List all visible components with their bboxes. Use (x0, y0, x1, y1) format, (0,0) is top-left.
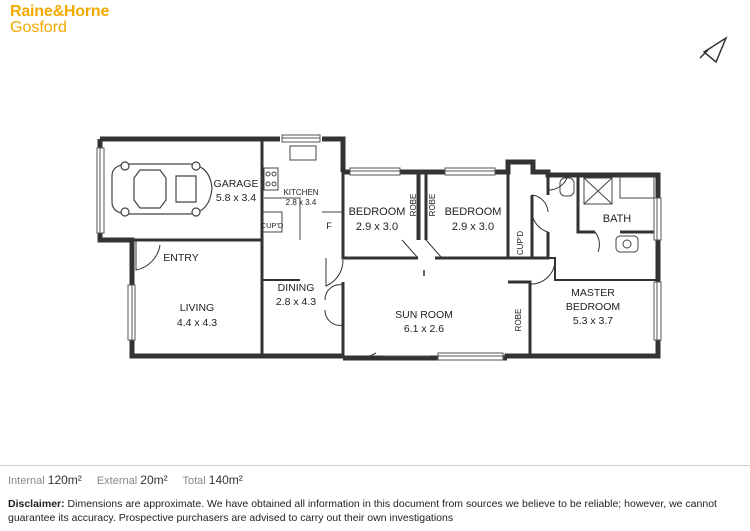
bedroom2-name: BEDROOM (445, 206, 502, 218)
master-name-line2: BEDROOM (566, 301, 620, 313)
area-divider (0, 465, 750, 466)
garage-name: GARAGE (214, 178, 259, 190)
disclaimer-label: Disclaimer: (8, 498, 65, 510)
bedroom1-name: BEDROOM (349, 206, 406, 218)
bathroom-fixtures (559, 175, 655, 253)
bedroom1-size: 2.9 x 3.0 (356, 221, 398, 233)
sunroom-name: SUN ROOM (395, 309, 453, 321)
master-name-line1: MASTER (571, 287, 615, 299)
kitchen-size: 2.8 x 3.4 (286, 198, 317, 207)
hall-cupboard-label: CUP'D (516, 231, 525, 255)
kitchen-name: KITCHEN (283, 188, 318, 197)
robe2-label: ROBE (428, 194, 437, 217)
internal-label: Internal (8, 475, 45, 487)
brand-office: Gosford (10, 19, 67, 36)
external-value: 20m² (140, 473, 168, 487)
external-label: External (96, 475, 138, 487)
car-icon (111, 161, 213, 217)
bath-name: BATH (603, 213, 632, 225)
area-summary: Internal 120m² External 20m² Total 140m² (8, 473, 255, 487)
brand-name: Raine&Horne (10, 3, 110, 20)
sunroom-size: 6.1 x 2.6 (404, 323, 444, 335)
fridge-label: F (326, 221, 332, 231)
brand-logo: Raine&Horne Gosford (10, 4, 109, 36)
garage-size: 5.8 x 3.4 (216, 192, 256, 204)
floor-plan: GARAGE 5.8 x 3.4 KITCHEN 2.8 x 3.4 CUP'D… (96, 36, 728, 361)
entry-name: ENTRY (163, 252, 198, 264)
robe1-label: ROBE (409, 194, 418, 217)
total-value: 140m² (208, 473, 243, 487)
dining-size: 2.8 x 4.3 (276, 296, 316, 308)
living-name: LIVING (180, 302, 214, 314)
disclaimer-text: Dimensions are approximate. We have obta… (8, 498, 717, 524)
robe3-label: ROBE (514, 309, 523, 332)
north-arrow-icon (699, 36, 728, 64)
internal-value: 120m² (47, 473, 82, 487)
disclaimer: Disclaimer: Dimensions are approximate. … (8, 497, 746, 525)
total-label: Total (182, 475, 206, 487)
living-size: 4.4 x 4.3 (177, 317, 217, 329)
kitchen-fixtures (262, 145, 343, 240)
dining-name: DINING (278, 282, 315, 294)
master-size: 5.3 x 3.7 (573, 315, 613, 327)
kitchen-cupboard-label: CUP'D (261, 221, 284, 230)
bedroom2-size: 2.9 x 3.0 (452, 221, 494, 233)
